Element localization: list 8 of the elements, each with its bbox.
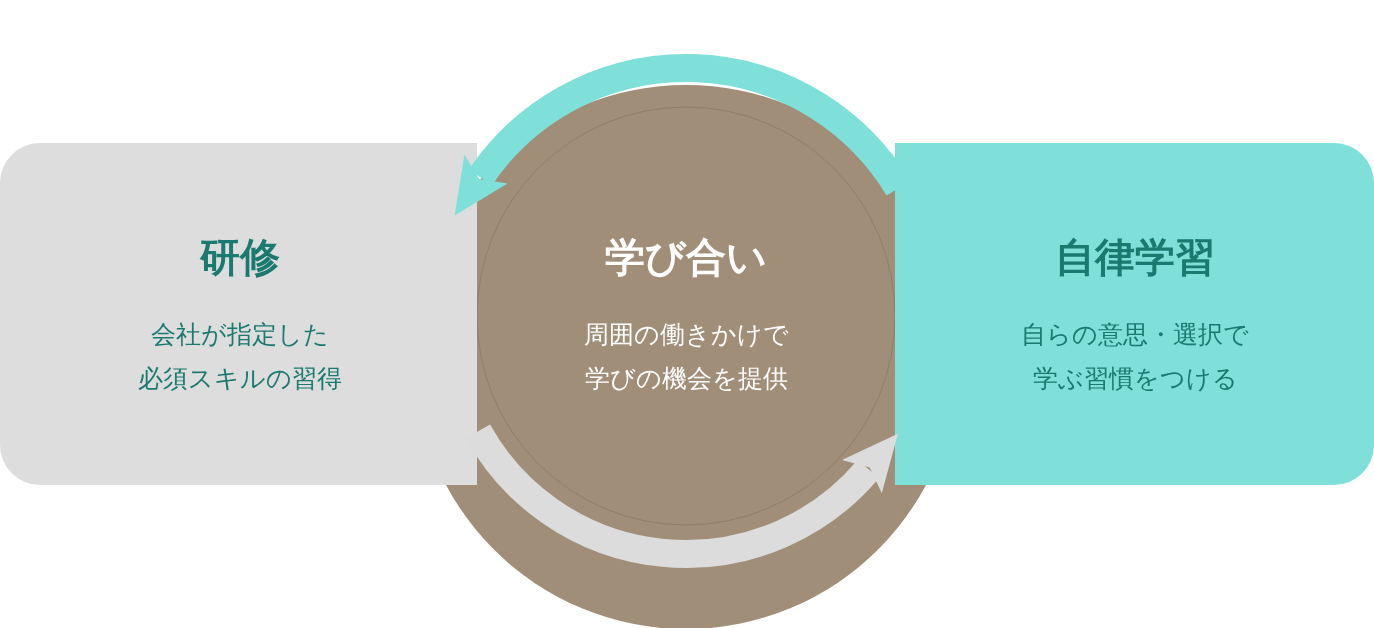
card-description: 自らの意思・選択で学ぶ習慣をつける (1021, 319, 1249, 395)
process-box (895, 143, 1374, 485)
card-title: 学び合い (605, 233, 767, 281)
process-box (0, 143, 477, 485)
card-title: 自律学習 (1055, 233, 1215, 281)
card-description: 会社が指定した必須スキルの習得 (138, 319, 342, 395)
card-description: 周囲の働きかけで学びの機会を提供 (583, 319, 789, 395)
card-title: 研修 (200, 233, 280, 281)
